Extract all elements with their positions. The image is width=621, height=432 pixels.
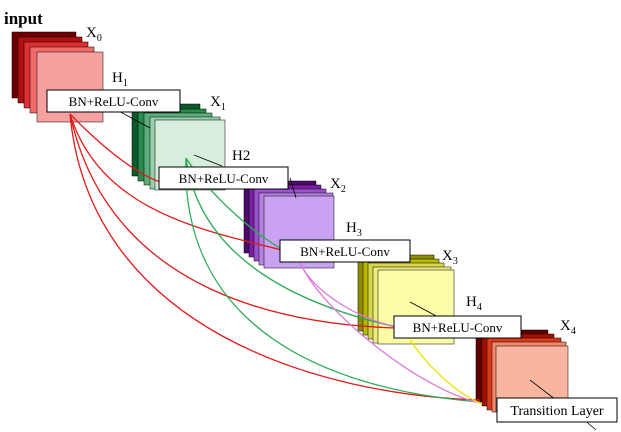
connection-edge bbox=[299, 261, 481, 404]
layer-h2: H2 BN+ReLU-Conv bbox=[158, 148, 289, 190]
layer-label-h1: H1 bbox=[112, 70, 128, 89]
layer-op-box bbox=[393, 315, 522, 339]
transition-layer: Transition Layer bbox=[496, 397, 618, 423]
connection-edge bbox=[299, 261, 395, 327]
arrow-line bbox=[409, 301, 441, 319]
connection-edge bbox=[69, 113, 397, 329]
layer-h3: H3 BN+ReLU-Conv bbox=[279, 220, 411, 263]
layer-op-label: BN+ReLU-Conv bbox=[300, 244, 390, 259]
feature-map-x1: X1 bbox=[131, 94, 226, 191]
transition-layer-label: Transition Layer bbox=[510, 404, 604, 419]
connection-edge bbox=[185, 157, 397, 328]
feature-map-label-x4: X4 bbox=[560, 318, 576, 337]
layer-op-label: BN+ReLU-Conv bbox=[179, 171, 269, 186]
connection-edge bbox=[69, 113, 161, 183]
layer-label-h4: H4 bbox=[466, 294, 482, 313]
connection-edge bbox=[409, 339, 483, 405]
transition-layer-box bbox=[496, 397, 618, 423]
connection-edge bbox=[69, 113, 481, 401]
layer-op-label: BN+ReLU-Conv bbox=[69, 94, 159, 109]
layer-label-h3: H3 bbox=[346, 220, 362, 239]
layer-op-box bbox=[46, 89, 181, 113]
layer-h4: H4 BN+ReLU-Conv bbox=[393, 294, 522, 339]
feature-map-label-x2: X2 bbox=[330, 176, 346, 195]
input-title: input bbox=[4, 9, 43, 28]
layer-op-label: BN+ReLU-Conv bbox=[413, 320, 503, 335]
arrow-line bbox=[193, 154, 223, 167]
layer-op-box bbox=[279, 239, 411, 263]
feature-map-label-x3: X3 bbox=[442, 248, 458, 267]
connection-edge bbox=[185, 157, 481, 403]
layer-label-h2: H2 bbox=[232, 148, 250, 164]
feature-map-label-x0: X0 bbox=[86, 25, 102, 44]
feature-map-label-x1: X1 bbox=[210, 94, 226, 113]
arrow-line bbox=[289, 177, 297, 199]
layer-h1: H1 BN+ReLU-Conv bbox=[46, 70, 181, 113]
arrow-line bbox=[529, 379, 557, 401]
layer-op-box bbox=[158, 166, 289, 190]
connection-edge bbox=[69, 113, 283, 251]
